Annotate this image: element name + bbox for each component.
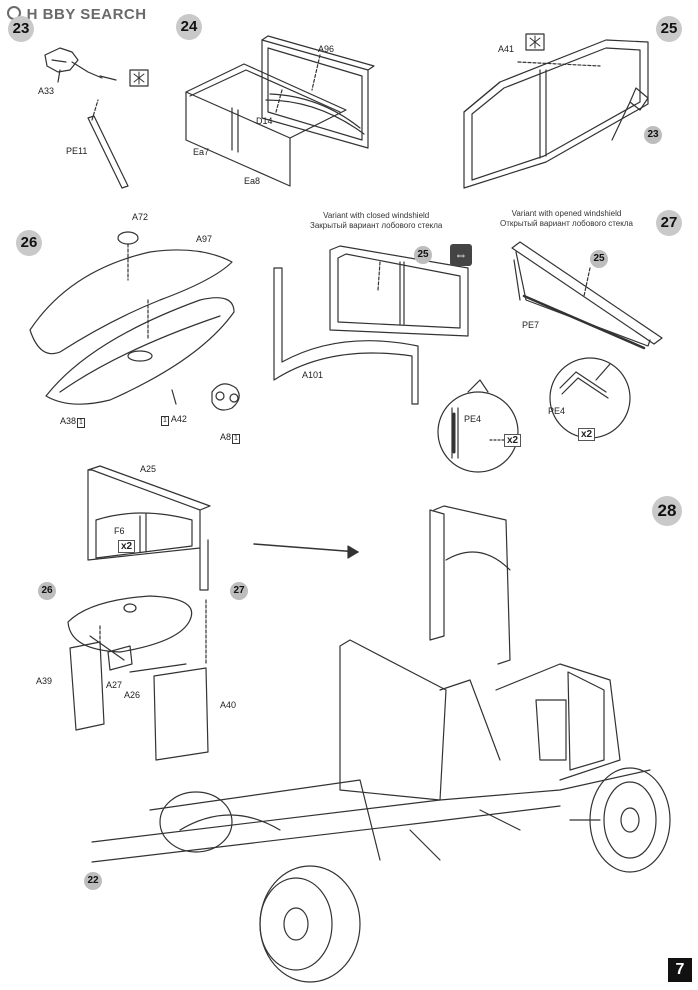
- variant-closed-caption: Variant with closed windshield Закрытый …: [310, 211, 442, 231]
- part-a97: A97: [196, 234, 213, 244]
- part-a40: A40: [220, 700, 237, 710]
- closed-windshield-drawing: [273, 245, 519, 473]
- part-pe4-closed: PE4: [464, 414, 482, 424]
- part-a33: A33: [38, 86, 55, 96]
- part-f6: F6: [114, 526, 125, 536]
- part-a41: A41: [498, 44, 515, 54]
- variant-opened-ru: Открытый вариант лобового стекла: [500, 219, 633, 228]
- view-arrow-icon: ⇔: [450, 244, 472, 266]
- step25-drawing: [463, 33, 649, 189]
- part-a72: A72: [132, 212, 149, 222]
- step26-drawing: [29, 231, 240, 411]
- variant-closed-en: Variant with closed windshield: [323, 211, 430, 220]
- cab-front-exploded-drawing: [67, 465, 211, 761]
- arrow-right-icon: [253, 543, 359, 559]
- part-a8-text: A8: [220, 432, 232, 442]
- part-pe4-opened: PE4: [548, 406, 566, 416]
- step-27: 27: [656, 210, 682, 236]
- qty-pe4-opened: x2: [578, 428, 596, 441]
- part-pe7: PE7: [522, 320, 540, 330]
- page-number: 7: [668, 958, 692, 982]
- step-25: 25: [656, 16, 682, 42]
- part-d14: D14: [256, 116, 273, 126]
- variant-opened-en: Variant with opened windshield: [511, 209, 622, 218]
- step-26: 26: [16, 230, 42, 256]
- part-a26: A26: [124, 690, 141, 700]
- qty-pe4-closed: x2: [504, 434, 522, 447]
- watermark-text: H BBY SEARCH: [26, 6, 147, 23]
- step-28: 28: [652, 496, 682, 526]
- ref-25-closed: 25: [414, 246, 432, 264]
- opened-windshield-drawing: [511, 241, 663, 439]
- part-a25: A25: [140, 464, 157, 474]
- part-ea8: Ea8: [244, 176, 261, 186]
- part-a27: A27: [106, 680, 123, 690]
- part-ea7: Ea7: [193, 147, 210, 157]
- step-24: 24: [176, 14, 202, 40]
- part-a38-text: A38: [60, 416, 77, 426]
- variant-closed-ru: Закрытый вариант лобового стекла: [310, 221, 443, 230]
- ref-26: 26: [38, 582, 56, 600]
- part-a42-text: A42: [170, 414, 187, 424]
- ref-27: 27: [230, 582, 248, 600]
- step23-drawing: [44, 47, 149, 189]
- part-a8-qty-box: 1: [232, 434, 240, 444]
- qty-f6: x2: [118, 540, 136, 553]
- part-a101: A101: [302, 370, 324, 380]
- part-a96: A96: [318, 44, 335, 54]
- ref-25-opened: 25: [590, 250, 608, 268]
- step-23: 23: [8, 16, 34, 42]
- part-a42-qty-box: 1: [161, 416, 169, 426]
- part-a42: 1 A42: [160, 414, 187, 426]
- ref-23: 23: [644, 126, 662, 144]
- variant-opened-caption: Variant with opened windshield Открытый …: [500, 209, 633, 229]
- ref-22: 22: [84, 872, 102, 890]
- part-a39: A39: [36, 676, 53, 686]
- truck-drawing: [91, 505, 671, 983]
- part-a38-qty-box: 1: [77, 418, 85, 428]
- part-pe11: PE11: [66, 146, 88, 156]
- step24-drawing: [185, 35, 375, 187]
